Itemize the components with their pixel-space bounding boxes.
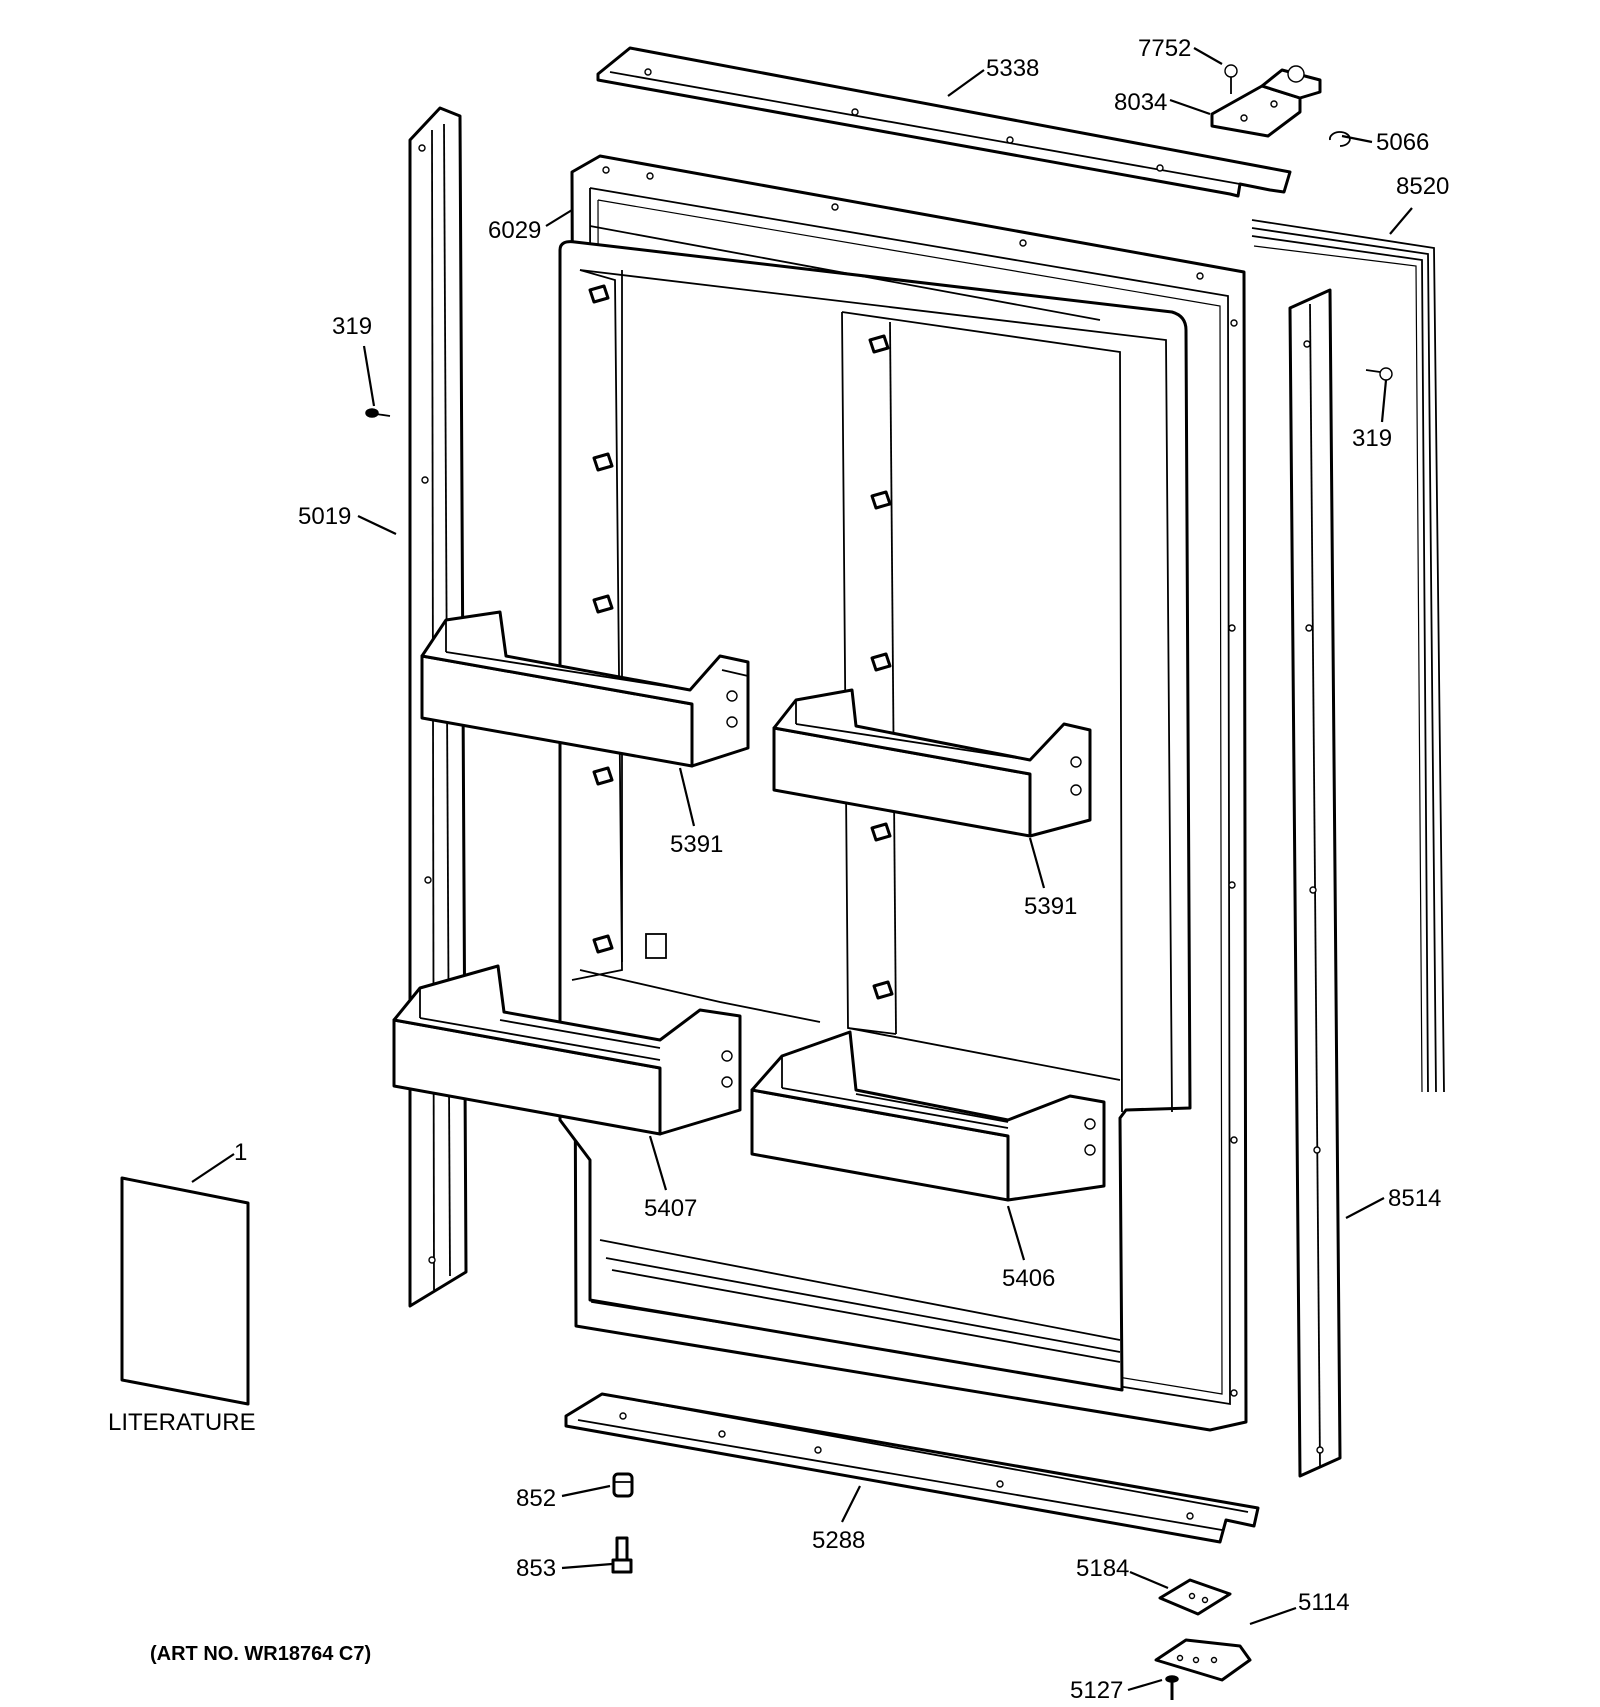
callout-8514: 8514 xyxy=(1388,1185,1441,1212)
callout-8520: 8520 xyxy=(1396,173,1449,200)
callout-853: 853 xyxy=(516,1555,556,1582)
callout-5338: 5338 xyxy=(986,55,1039,82)
callout-7752: 7752 xyxy=(1138,35,1191,62)
art-number: (ART NO. WR18764 C7) xyxy=(150,1643,371,1665)
part-5288-bottom-trim xyxy=(564,1392,1260,1544)
part-7752-screw xyxy=(1224,64,1238,94)
callout-5127: 5127 xyxy=(1070,1677,1123,1704)
callout-5114: 5114 xyxy=(1298,1589,1350,1616)
part-5127-screw xyxy=(1165,1675,1179,1700)
part-5406-bin-right-lower xyxy=(750,1030,1106,1202)
callout-6029: 6029 xyxy=(488,217,541,244)
callout-5391-left: 5391 xyxy=(670,831,723,858)
part-5338-top-trim xyxy=(596,46,1292,198)
part-8514-side-trim xyxy=(1288,288,1342,1478)
callout-5288: 5288 xyxy=(812,1527,865,1554)
part-852-bushing xyxy=(612,1472,634,1498)
callout-5391-right: 5391 xyxy=(1024,893,1077,920)
callout-8034: 8034 xyxy=(1114,89,1167,116)
part-5114-bracket xyxy=(1154,1638,1252,1682)
part-5391-bin-left xyxy=(420,610,750,768)
callout-1: 1 xyxy=(234,1139,247,1166)
part-5391-bin-right xyxy=(772,688,1092,838)
part-1-literature xyxy=(120,1176,250,1406)
callout-319-right: 319 xyxy=(1352,425,1392,452)
callout-852: 852 xyxy=(516,1485,556,1512)
part-319-screw-right xyxy=(1365,367,1393,381)
part-8520-gasket xyxy=(1251,219,1445,1093)
literature-label: LITERATURE xyxy=(108,1409,256,1436)
part-5184-plate xyxy=(1158,1578,1232,1616)
callout-5406: 5406 xyxy=(1002,1265,1055,1292)
part-5407-bin-left-lower xyxy=(392,964,742,1136)
callout-319-left: 319 xyxy=(332,313,372,340)
part-5066-clip xyxy=(1329,131,1351,147)
callout-labels: 7752 5338 8034 5066 8520 6029 319 319 50… xyxy=(108,35,1449,1704)
part-853-pin xyxy=(611,1536,633,1574)
part-319-screw-left xyxy=(365,408,391,418)
callout-5407: 5407 xyxy=(644,1195,697,1222)
callout-5066: 5066 xyxy=(1376,129,1429,156)
part-8034-hinge xyxy=(1210,65,1322,138)
callout-5019: 5019 xyxy=(298,503,351,530)
leader-lines xyxy=(191,47,1413,1692)
callout-5184: 5184 xyxy=(1076,1555,1129,1582)
